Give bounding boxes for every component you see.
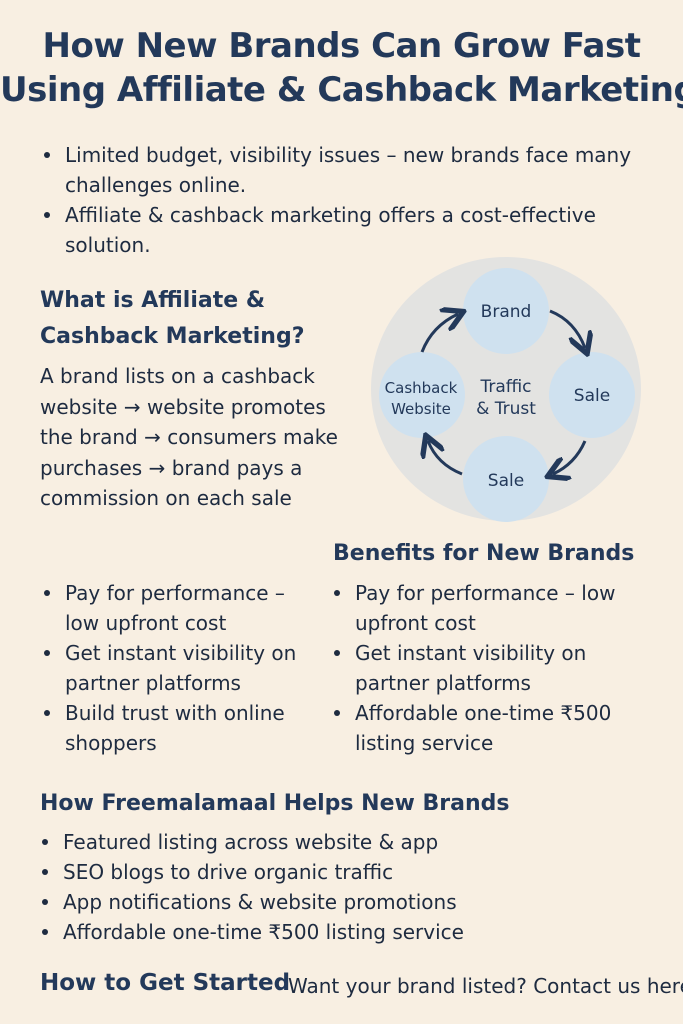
benefit-item: Pay for performance – low upfront cost [40,578,300,638]
helps-heading: How Freemalamaal Helps New Brands [40,791,510,816]
contact-link[interactable]: Want your brand listed? Contact us here [288,974,683,998]
node-sale-right [549,352,635,438]
description-line: website → website promotes [40,394,326,419]
center-label-1: Traffic [479,377,531,397]
description-line: purchases → brand pays a [40,455,303,480]
node-cashback-label-1: Cashback [385,379,458,397]
node-brand-label: Brand [481,302,532,322]
benefit-item: Get instant visibility on partner platfo… [330,638,635,698]
description-line: the brand → consumers make [40,425,338,449]
node-sale-bottom-label: Sale [488,471,524,491]
node-cashback-label-2: Website [391,400,451,418]
what-is-heading-line-2: Cashback Marketing? [40,324,305,349]
helps-item: Affordable one-time ₹500 listing service [38,917,658,947]
helps-list: Featured listing across website & app SE… [38,827,658,947]
page-title: How New Brands Can Grow Fast Using Affil… [0,24,683,112]
description-line: commission on each sale [40,486,292,510]
arrow-sale-to-cashback [428,441,463,476]
benefits-heading: Benefits for New Brands [333,541,635,566]
title-line-1: How New Brands Can Grow Fast [42,26,641,66]
node-sale-bottom [463,436,549,522]
arrow-sale-to-sale [553,440,587,474]
node-brand [463,268,549,354]
intro-list: Limited budget, visibility issues – new … [40,140,640,260]
what-is-heading: What is Affiliate & Cashback Marketing? [40,283,304,355]
helps-item: SEO blogs to drive organic traffic [38,857,658,887]
arrow-brand-to-sale [549,309,585,348]
benefits-left-list: Pay for performance – low upfront cost G… [40,578,300,758]
benefits-right-list: Pay for performance – low upfront cost G… [330,578,635,758]
what-is-description: A brand lists on a cashback website → we… [40,361,338,514]
benefit-item: Build trust with online shoppers [40,698,300,758]
marketing-cycle-diagram: Brand Sale Sale Cashback Website Traffic… [370,256,642,522]
description-line: A brand lists on a cashback [40,364,315,388]
center-label-2: & Trust [476,399,536,419]
arrow-cashback-to-brand [420,314,458,353]
node-sale-right-label: Sale [574,386,610,406]
what-is-heading-line-1: What is Affiliate & [40,288,266,313]
title-line-2: Using Affiliate & Cashback Marketing [0,70,683,110]
helps-item: App notifications & website promotions [38,887,658,917]
helps-item: Featured listing across website & app [38,827,658,857]
benefit-item: Affordable one-time ₹500 listing service [330,698,635,758]
benefit-item: Pay for performance – low upfront cost [330,578,635,638]
intro-item: Affiliate & cashback marketing offers a … [40,200,640,260]
get-started-heading: How to Get Started [40,970,291,996]
node-cashback-website [379,352,465,438]
benefit-item: Get instant visibility on partner platfo… [40,638,300,698]
intro-item: Limited budget, visibility issues – new … [40,140,640,200]
